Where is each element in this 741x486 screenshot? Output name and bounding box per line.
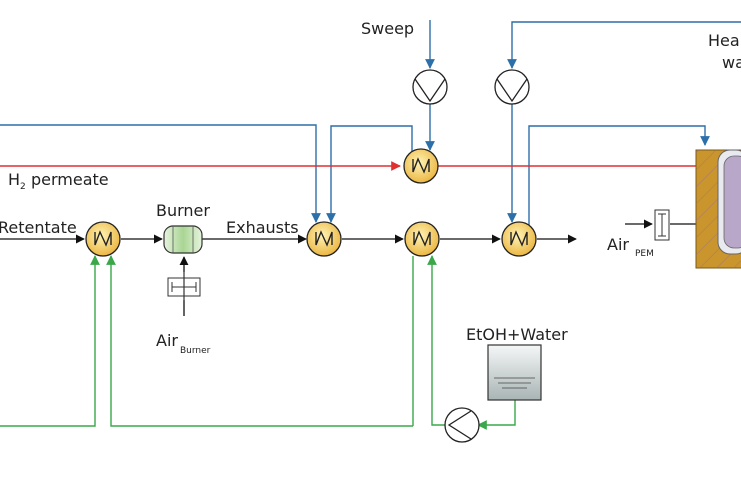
- air-burner-label: Air Burner: [156, 331, 211, 356]
- burner-icon: [163, 225, 203, 254]
- pump-icon: [414, 78, 446, 103]
- green-pump-to-hx3-line: [427, 255, 446, 426]
- sweep-label: Sweep: [361, 19, 414, 38]
- zigzag-heat-exchanger-icon: [315, 230, 333, 247]
- zigzag-heat-exchanger-icon: [413, 230, 431, 247]
- sweep-pump: [412, 69, 448, 105]
- tank-icon: [487, 344, 542, 401]
- h2-permeate-label: H 2 permeate: [8, 170, 109, 192]
- air-burner-label-sub: Burner: [180, 346, 211, 356]
- green-streams: [0, 255, 516, 430]
- air-burner-blower: [167, 272, 201, 302]
- etoh-water-tank: [487, 344, 542, 401]
- h2-permeate-label-rest: permeate: [31, 170, 109, 189]
- h2-permeate-label-main: H: [8, 170, 20, 189]
- heat-water-top-line: [507, 21, 741, 69]
- zigzag-heat-exchanger-icon: [412, 157, 430, 174]
- pump-icon: [447, 410, 472, 440]
- air-pem-blower: [654, 209, 670, 241]
- exhausts-label: Exhausts: [226, 218, 299, 237]
- green-tank-to-pump-line: [477, 400, 516, 430]
- green-middle-loop-line: [106, 255, 413, 427]
- air-burner-label-main: Air: [156, 331, 178, 350]
- heat-exchanger-4: [501, 221, 537, 257]
- etoh-pump: [444, 407, 480, 443]
- zigzag-heat-exchanger-icon: [510, 230, 528, 247]
- black-streams: [0, 219, 736, 316]
- pump-icon: [496, 78, 528, 103]
- heat-exchanger-3: [404, 221, 440, 257]
- heat-water-label-line2: wa: [722, 53, 741, 72]
- retentate-label: Retentate: [0, 218, 77, 237]
- air-pem-label: Air PEM: [607, 235, 654, 259]
- heat-exchanger-h2: [403, 148, 439, 184]
- burner: [163, 225, 203, 254]
- hx-upper-blue-line: [326, 125, 413, 223]
- fuel-cell-stack: [695, 149, 741, 269]
- zigzag-heat-exchanger-icon: [94, 230, 112, 247]
- blue-streams: [0, 20, 741, 232]
- h2-permeate-label-sub: 2: [20, 182, 26, 192]
- air-pem-label-main: Air: [607, 235, 629, 254]
- heat-exchanger-2: [306, 221, 342, 257]
- green-left-loop-line: [0, 255, 100, 427]
- burner-label: Burner: [156, 201, 210, 220]
- etoh-water-label: EtOH+Water: [466, 325, 568, 344]
- right-blue-to-stack-line: [528, 125, 710, 232]
- heat-exchanger-1: [85, 221, 121, 257]
- air-pem-label-sub: PEM: [635, 249, 654, 259]
- heat-water-label-line1: Hea: [708, 31, 740, 50]
- left-blue-return-line: [0, 124, 321, 223]
- heat-water-pump: [494, 69, 530, 105]
